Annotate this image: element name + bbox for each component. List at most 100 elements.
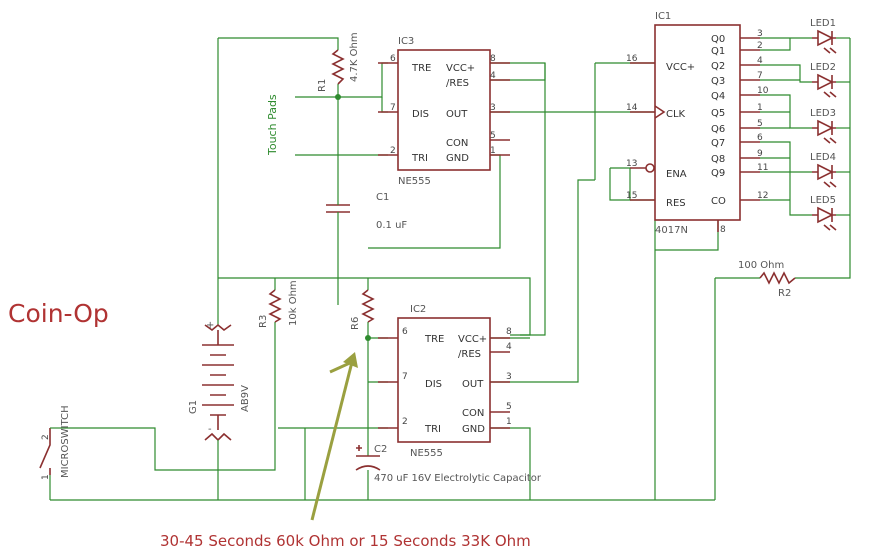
ic2-num-5: 5 bbox=[506, 402, 512, 412]
ic1-num-14: 14 bbox=[626, 103, 638, 113]
annotation-arrow bbox=[310, 352, 358, 521]
r1-value: 4.7K Ohm bbox=[349, 32, 360, 82]
ic3-pin-tre: TRE bbox=[411, 63, 431, 74]
timing-annotation: 30-45 Seconds 60k Ohm or 15 Seconds 33K … bbox=[160, 532, 531, 550]
ic1-pin-q6: Q6 bbox=[711, 124, 725, 135]
ic3-ne555: IC3 NE555 TRE DIS TRI VCC+ /RES OUT CON … bbox=[378, 36, 510, 187]
resistor-r6: R6 bbox=[350, 289, 375, 330]
ic1-num-6: 6 bbox=[757, 133, 763, 143]
resistor-r2: 100 Ohm R2 bbox=[738, 260, 796, 299]
ic1-pin-ena: ENA bbox=[666, 169, 687, 180]
r3-value: 10k Ohm bbox=[288, 280, 299, 326]
ic2-num-7: 7 bbox=[402, 372, 408, 382]
ic1-ref: IC1 bbox=[655, 11, 671, 22]
ic1-num-2: 2 bbox=[757, 41, 763, 51]
ic1-pin-clk: CLK bbox=[666, 109, 686, 120]
ic1-num-11: 11 bbox=[757, 163, 768, 173]
ic1-pin-q4: Q4 bbox=[711, 91, 725, 102]
g1-plus: + bbox=[206, 320, 214, 331]
c2-ref: C2 bbox=[374, 444, 387, 455]
ic3-pin-out: OUT bbox=[446, 109, 468, 120]
switch-label: MICROSWITCH bbox=[60, 405, 71, 478]
ic3-pin-gnd: GND bbox=[446, 153, 469, 164]
c1-ref: C1 bbox=[376, 192, 389, 203]
touch-pads-label: Touch Pads bbox=[266, 94, 279, 156]
ic3-pin-vcc: VCC+ bbox=[446, 63, 475, 74]
ic3-num-4: 4 bbox=[490, 71, 496, 81]
r1-ref: R1 bbox=[317, 79, 328, 92]
ic1-num-8: 8 bbox=[720, 225, 726, 235]
c2-value: 470 uF 16V Electrolytic Capacitor bbox=[374, 473, 542, 484]
ic2-num-3: 3 bbox=[506, 372, 512, 382]
ic1-pin-q9: Q9 bbox=[711, 168, 725, 179]
led-label: LED4 bbox=[810, 152, 836, 163]
ic2-num-1: 1 bbox=[506, 417, 512, 427]
led-1: LED1 bbox=[810, 18, 837, 54]
g1-ref: G1 bbox=[188, 400, 199, 414]
r6-ref: R6 bbox=[350, 317, 361, 330]
ic2-num-8: 8 bbox=[506, 327, 512, 337]
ic1-pin-q5: Q5 bbox=[711, 108, 725, 119]
ic3-num-8: 8 bbox=[490, 54, 496, 64]
ic1-pin-q7: Q7 bbox=[711, 138, 725, 149]
ic3-pin-dis: DIS bbox=[412, 109, 429, 120]
g1-minus: - bbox=[208, 424, 212, 435]
ic1-num-15: 15 bbox=[626, 191, 637, 201]
ic3-num-7: 7 bbox=[390, 103, 396, 113]
ic3-ref: IC3 bbox=[398, 36, 414, 47]
ic3-pin-con: CON bbox=[446, 138, 468, 149]
ic1-4017: IC1 4017N VCC+ CLK ENA RES 16 14 13 15 8… bbox=[626, 11, 769, 236]
ic1-num-9: 9 bbox=[757, 149, 763, 159]
ic2-pin-res: /RES bbox=[458, 349, 481, 360]
switch-pin-2: 2 bbox=[41, 434, 51, 440]
ic3-num-3: 3 bbox=[490, 103, 496, 113]
ic1-pin-q0: Q0 bbox=[711, 34, 725, 45]
battery-g1: + - G1 AB9V bbox=[188, 278, 251, 450]
ic1-part: 4017N bbox=[655, 225, 688, 236]
ic1-num-7: 7 bbox=[757, 71, 763, 81]
ic1-num-1: 1 bbox=[757, 103, 763, 113]
ic3-part: NE555 bbox=[398, 176, 431, 187]
ic1-pin-q3: Q3 bbox=[711, 76, 725, 87]
ic2-ne555: IC2 NE555 TRE DIS TRI VCC+ /RES OUT CON … bbox=[378, 304, 512, 459]
resistor-r3: R3 10k Ohm bbox=[258, 280, 299, 328]
ic1-pin-co: CO bbox=[711, 196, 726, 207]
microswitch-s1: 2 1 MICROSWITCH bbox=[39, 405, 71, 480]
ic3-pin-tri: TRI bbox=[411, 153, 428, 164]
ic1-pin-q8: Q8 bbox=[711, 154, 725, 165]
ic2-pin-gnd: GND bbox=[462, 424, 485, 435]
led-label: LED5 bbox=[810, 195, 836, 206]
ic1-num-13: 13 bbox=[626, 159, 637, 169]
page-title: Coin-Op bbox=[8, 299, 109, 328]
ic1-pin-res: RES bbox=[666, 198, 686, 209]
capacitor-c2: C2 470 uF 16V Electrolytic Capacitor bbox=[355, 444, 542, 484]
r2-ref: R2 bbox=[778, 288, 791, 299]
ic1-pin-vcc: VCC+ bbox=[666, 62, 695, 73]
ic2-pin-tri: TRI bbox=[424, 424, 441, 435]
ic1-num-5: 5 bbox=[757, 119, 763, 129]
ic3-num-2: 2 bbox=[390, 146, 396, 156]
led-4: LED4 bbox=[810, 152, 837, 188]
junctions bbox=[335, 94, 371, 341]
ic2-pin-tre: TRE bbox=[424, 334, 444, 345]
ic2-ref: IC2 bbox=[410, 304, 426, 315]
g1-value: AB9V bbox=[240, 385, 251, 412]
led-5: LED5 bbox=[810, 195, 837, 231]
ic2-num-6: 6 bbox=[402, 327, 408, 337]
ic3-pin-res: /RES bbox=[446, 78, 469, 89]
ic1-num-16: 16 bbox=[626, 54, 638, 64]
ic1-num-10: 10 bbox=[757, 86, 769, 96]
wires bbox=[49, 37, 851, 501]
led-3: LED3 bbox=[810, 108, 837, 144]
ic2-pin-out: OUT bbox=[462, 379, 484, 390]
ic1-num-12: 12 bbox=[757, 191, 768, 201]
switch-pin-1: 1 bbox=[41, 474, 51, 480]
ic2-pin-con: CON bbox=[462, 408, 484, 419]
ic2-num-4: 4 bbox=[506, 342, 512, 352]
ic3-num-1: 1 bbox=[490, 146, 496, 156]
ic3-num-5: 5 bbox=[490, 131, 496, 141]
ic1-num-3: 3 bbox=[757, 29, 763, 39]
